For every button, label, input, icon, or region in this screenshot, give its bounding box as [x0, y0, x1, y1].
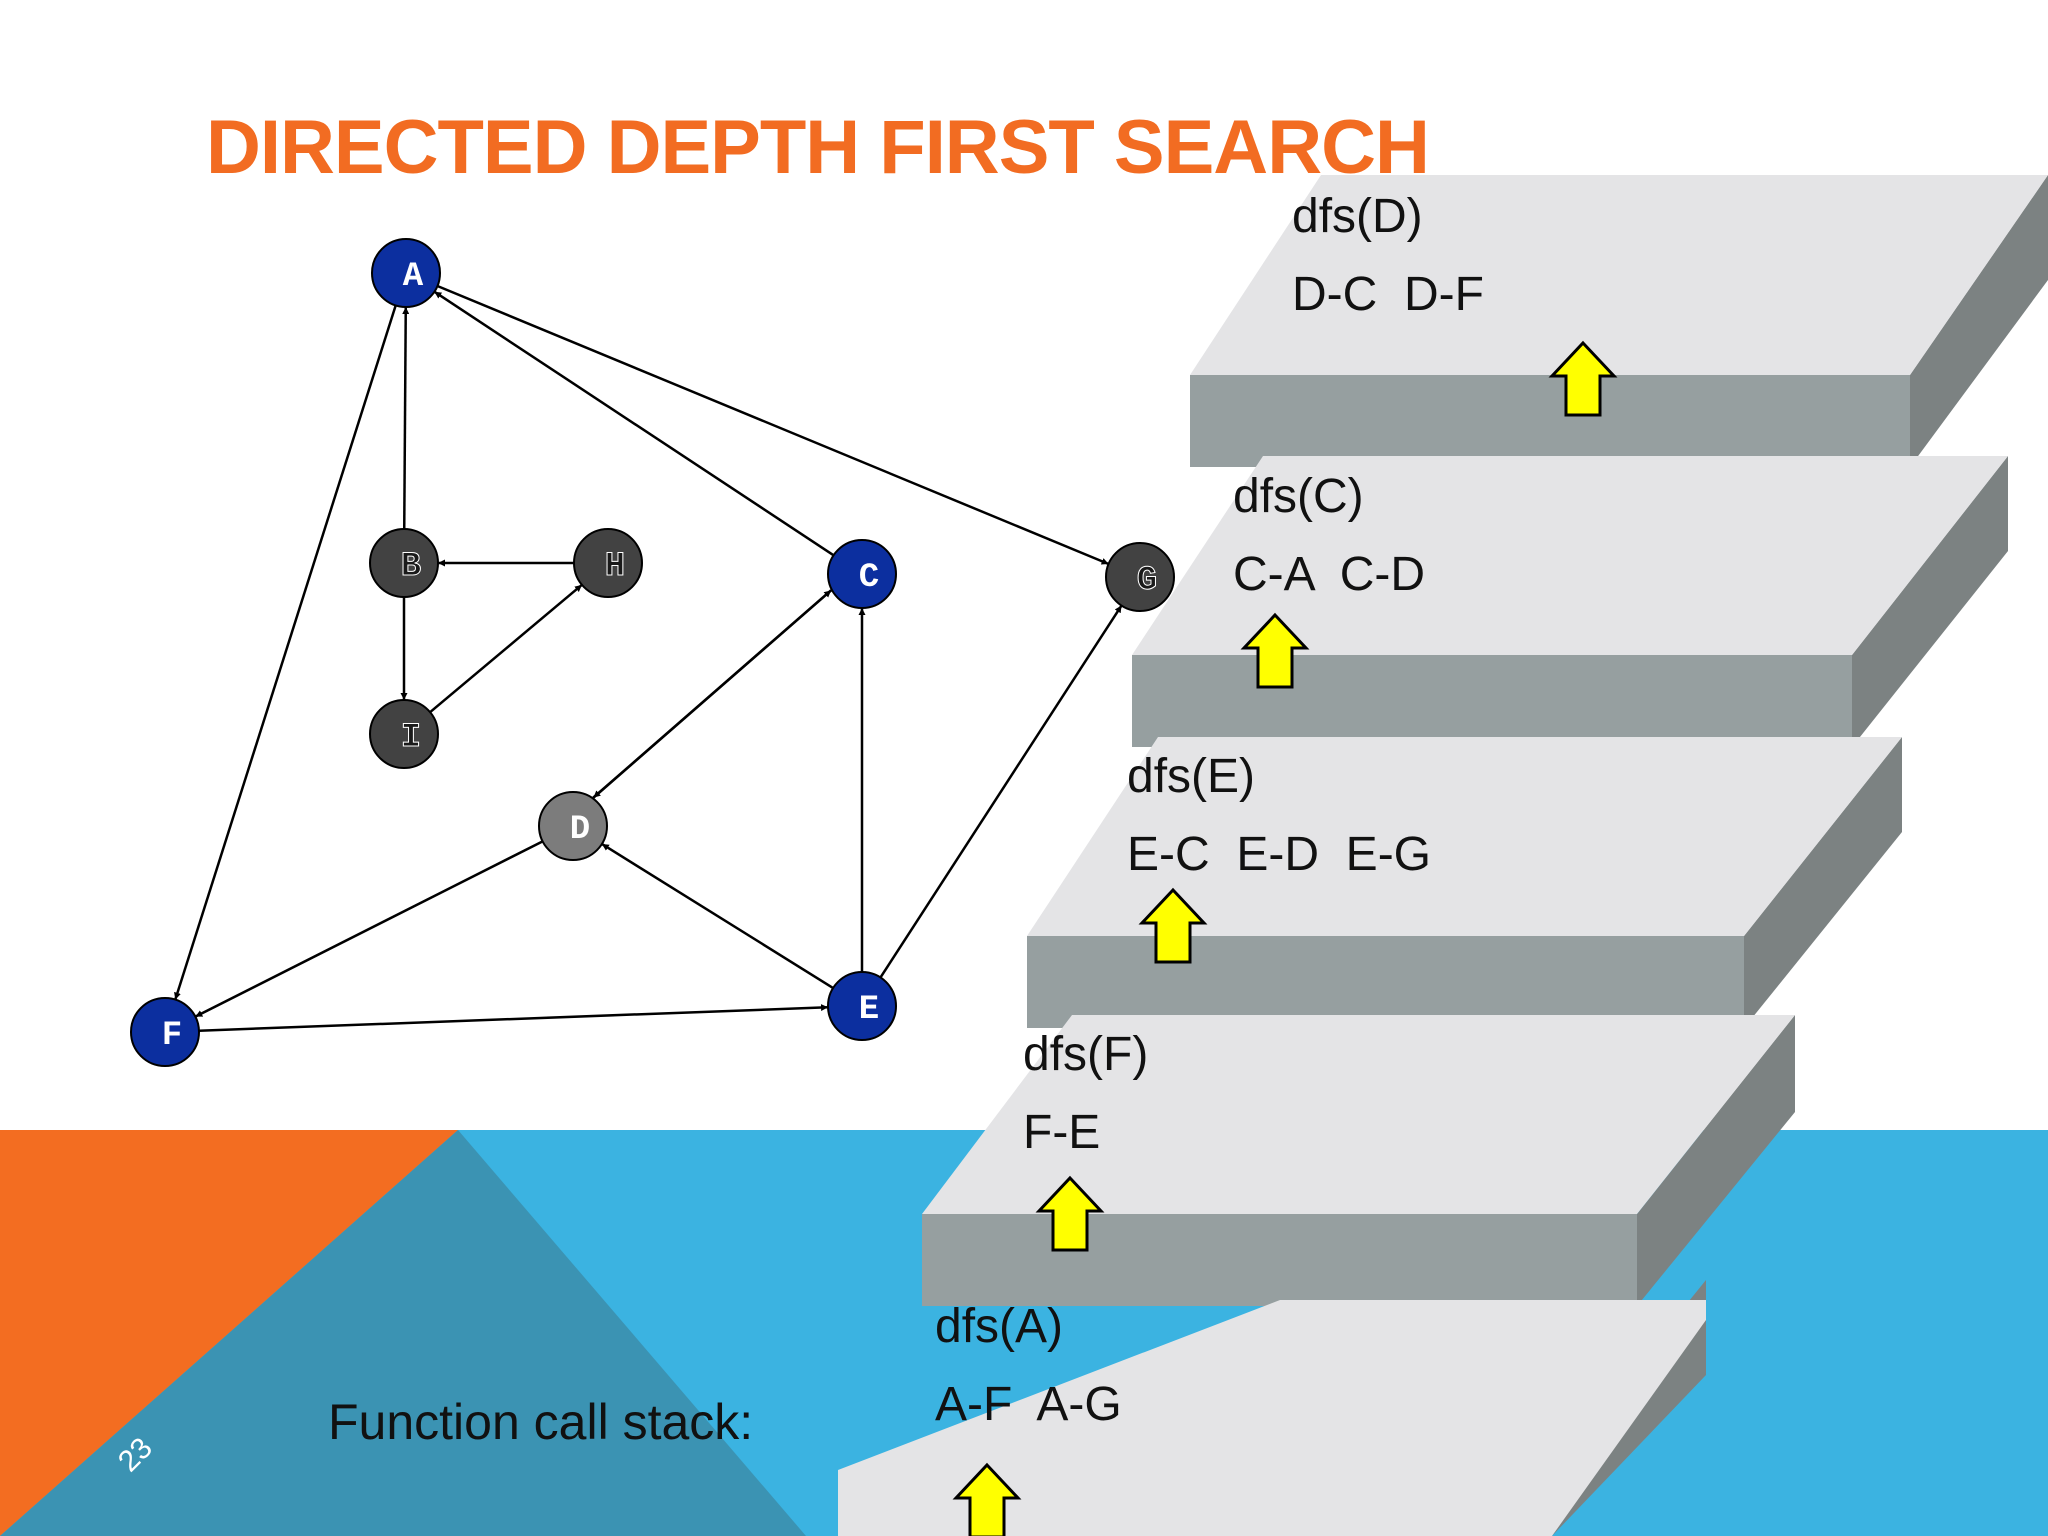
step-side-face [1910, 175, 2048, 467]
stack-frame-call: dfs(A) [935, 1300, 1063, 1353]
stack-frame-edges: F-E [1023, 1106, 1100, 1159]
up-arrow-icon [1035, 1175, 1105, 1252]
stack-frame-call: dfs(E) [1127, 750, 1255, 803]
graph-edge [198, 1004, 829, 1032]
step-front-face [922, 1214, 1637, 1306]
graph-node-circle [1105, 542, 1175, 612]
graph-node-label: B [401, 548, 421, 586]
up-arrow-icon [952, 1462, 1022, 1536]
graph-node: F [130, 997, 200, 1067]
graph-edge [194, 840, 544, 1018]
teal-triangle [0, 1130, 806, 1536]
up-arrow-icon [1138, 887, 1208, 964]
graph-node-label: C [859, 559, 879, 597]
step-top-face [922, 1015, 1795, 1214]
stack-frame: dfs(C) C-A C-D [1132, 456, 2008, 747]
graph-node: D [538, 791, 608, 861]
graph-node-circle [371, 238, 441, 308]
function-call-stack-label: Function call stack: [328, 1394, 754, 1450]
graph-node: B [369, 528, 439, 598]
step-front-face [1190, 375, 1910, 467]
graph-node-label: E [859, 991, 879, 1029]
graph-edge [879, 604, 1123, 979]
stack-frame-call: dfs(D) [1292, 190, 1423, 243]
graph-node: G [1105, 542, 1175, 612]
graph-node-label: A [403, 258, 424, 296]
graph-node: I [369, 699, 439, 769]
graph-edge [174, 305, 397, 1000]
stack-frame-edges: A-F A-G [935, 1378, 1122, 1431]
stack-frame: dfs(A) A-F A-G [838, 1280, 1706, 1536]
stack-frame-call: dfs(C) [1233, 470, 1364, 523]
stack-frame-edges: E-C E-D E-G [1127, 828, 1431, 881]
stack-frame: dfs(F) F-E [922, 1015, 1795, 1306]
graph-node-circle [827, 971, 897, 1041]
up-arrow-icon [1548, 340, 1618, 417]
slide-title: DIRECTED DEPTH FIRST SEARCH [206, 105, 1430, 190]
graph-node: C [827, 539, 897, 609]
graph-node-circle [827, 539, 897, 609]
graph-edges [174, 284, 1123, 1032]
step-top-face [1190, 175, 2048, 375]
step-side-face [1852, 456, 2008, 747]
graph-node-label: D [570, 811, 590, 849]
step-top-face [838, 1300, 1706, 1536]
graph-node-circle [538, 791, 608, 861]
graph-node: E [827, 971, 897, 1041]
graph-edge [433, 290, 835, 557]
step-top-face [1132, 456, 2008, 655]
up-arrow-icon [1240, 612, 1310, 689]
step-front-face [1027, 936, 1744, 1028]
graph-node-circle [369, 528, 439, 598]
stack-frame-edges: D-C D-F [1292, 268, 1484, 321]
stack-frame-call: dfs(F) [1023, 1028, 1148, 1081]
graph-node-label: F [162, 1017, 182, 1055]
graph-edge [436, 284, 1110, 566]
graph-node: A [371, 238, 441, 308]
step-side-face [1744, 737, 1902, 1028]
stack-frame-edges: C-A C-D [1233, 548, 1425, 601]
graph-node-label: I [401, 719, 421, 757]
call-stack-staircase: dfs(D) D-C D-F dfs(C) C-A C-D dfs(E) E-C E-D … [838, 175, 2048, 1536]
stack-frame: dfs(D) D-C D-F [1190, 175, 2048, 467]
graph-nodes: A B H I C G D E F [130, 238, 1175, 1067]
stack-frame: dfs(E) E-C E-D E-G [1027, 737, 1902, 1028]
graph-node-label: H [605, 548, 625, 586]
graph-node-circle [573, 528, 643, 598]
step-front-face [1132, 655, 1852, 747]
graph-node-circle [369, 699, 439, 769]
graph-edge [402, 306, 410, 530]
graph-node-circle [130, 997, 200, 1067]
step-top-face [1027, 737, 1902, 936]
graph-node: H [573, 528, 643, 598]
graph-edge [429, 583, 583, 714]
graph-edge [592, 589, 832, 799]
step-side-face [1637, 1015, 1795, 1306]
graph-edge [601, 842, 834, 990]
graph-node-label: G [1137, 562, 1157, 600]
